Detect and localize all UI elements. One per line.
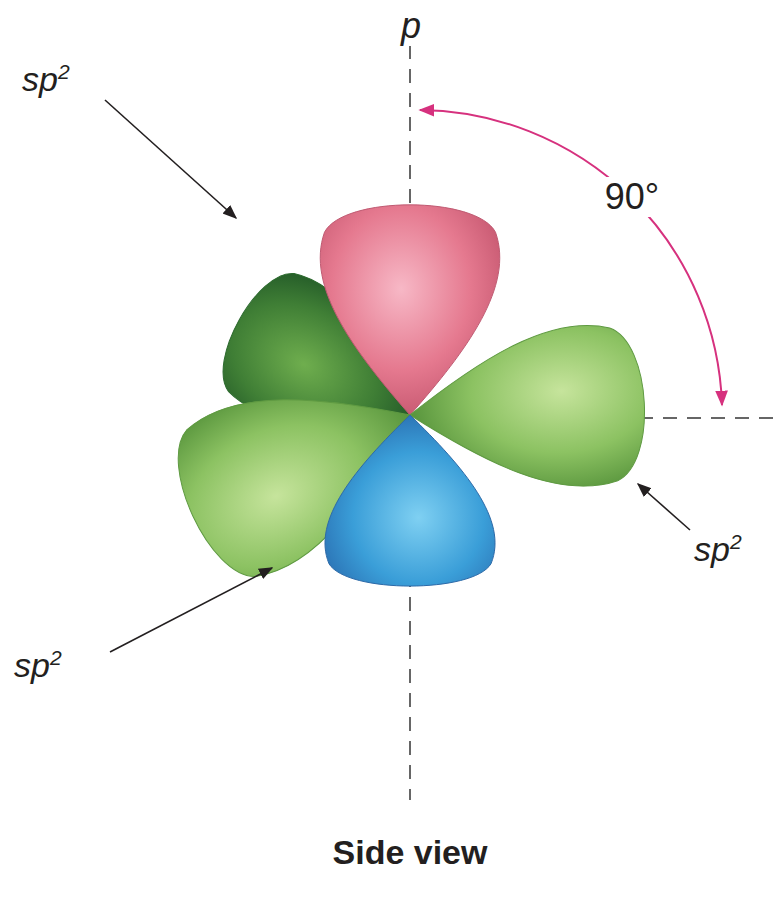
orbital-label: sp2 <box>694 532 742 566</box>
leader-arrow <box>105 100 236 218</box>
p-lobe <box>325 415 495 586</box>
axis-label: p <box>397 6 425 46</box>
orbital-label: sp2 <box>22 62 70 96</box>
orbital-label: sp2 <box>14 648 62 682</box>
angle-label: 90° <box>601 177 663 217</box>
angle-arc <box>420 110 722 405</box>
view-caption: Side view <box>333 835 488 869</box>
leader-arrow <box>110 568 272 652</box>
leader-arrow <box>638 484 690 530</box>
